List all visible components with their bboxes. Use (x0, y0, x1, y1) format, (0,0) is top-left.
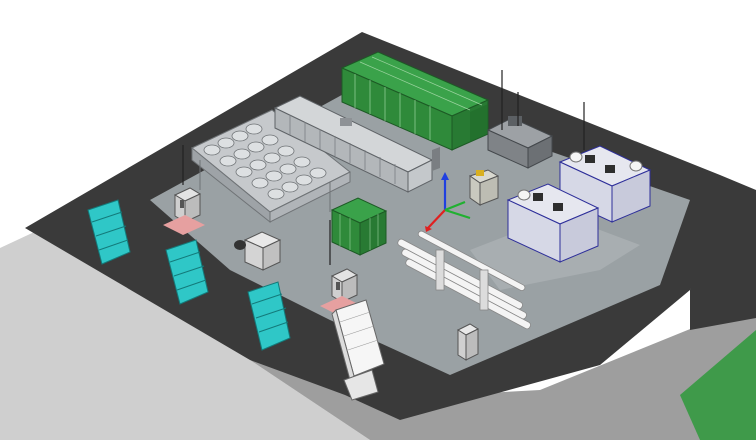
xyz-axis-icon (427, 178, 471, 229)
axis-gizmo[interactable] (425, 172, 471, 232)
control-panel-2[interactable] (320, 268, 362, 316)
pink-pad (320, 296, 362, 316)
fan-array-icon (203, 123, 327, 200)
utility-cabinet[interactable] (468, 169, 500, 206)
dark-gray-module[interactable] (486, 116, 554, 169)
control-panel-icon (180, 200, 184, 208)
gray-container[interactable] (273, 95, 440, 193)
trailer-cyan-1[interactable] (87, 199, 131, 265)
pink-pad (163, 215, 205, 235)
trailer-icon (251, 293, 289, 333)
trailer-cyan-2[interactable] (165, 239, 209, 305)
pipe-rack[interactable] (397, 230, 532, 330)
road-right-lane (690, 175, 756, 330)
grass-patch (680, 330, 756, 440)
cabinet-icon (476, 170, 484, 176)
genset-enclosure-1[interactable] (558, 145, 652, 223)
control-panel-icon (336, 282, 340, 290)
shipping-container-icon (354, 56, 483, 140)
roof-vent-icon (340, 118, 352, 126)
generator-icon (533, 193, 563, 211)
module-icon (508, 116, 522, 126)
truck-icon (343, 369, 379, 401)
antenna-masts (182, 70, 585, 265)
trailer-icon (91, 211, 129, 251)
green-container-large[interactable] (340, 51, 490, 151)
shipping-container-icon (339, 214, 379, 250)
kiosk-unit[interactable] (456, 323, 480, 361)
green-container-small[interactable] (330, 197, 388, 256)
small-utility-box[interactable] (234, 231, 282, 271)
trailer-cyan-3[interactable] (247, 281, 291, 351)
white-box-truck[interactable] (331, 299, 385, 401)
generator-icon (585, 155, 615, 173)
genset-enclosure-2[interactable] (506, 183, 600, 263)
ground-light-gray (0, 220, 370, 440)
trailer-icon (169, 251, 207, 291)
control-panel-1[interactable] (163, 187, 205, 235)
air-cooled-chiller[interactable] (191, 109, 351, 224)
